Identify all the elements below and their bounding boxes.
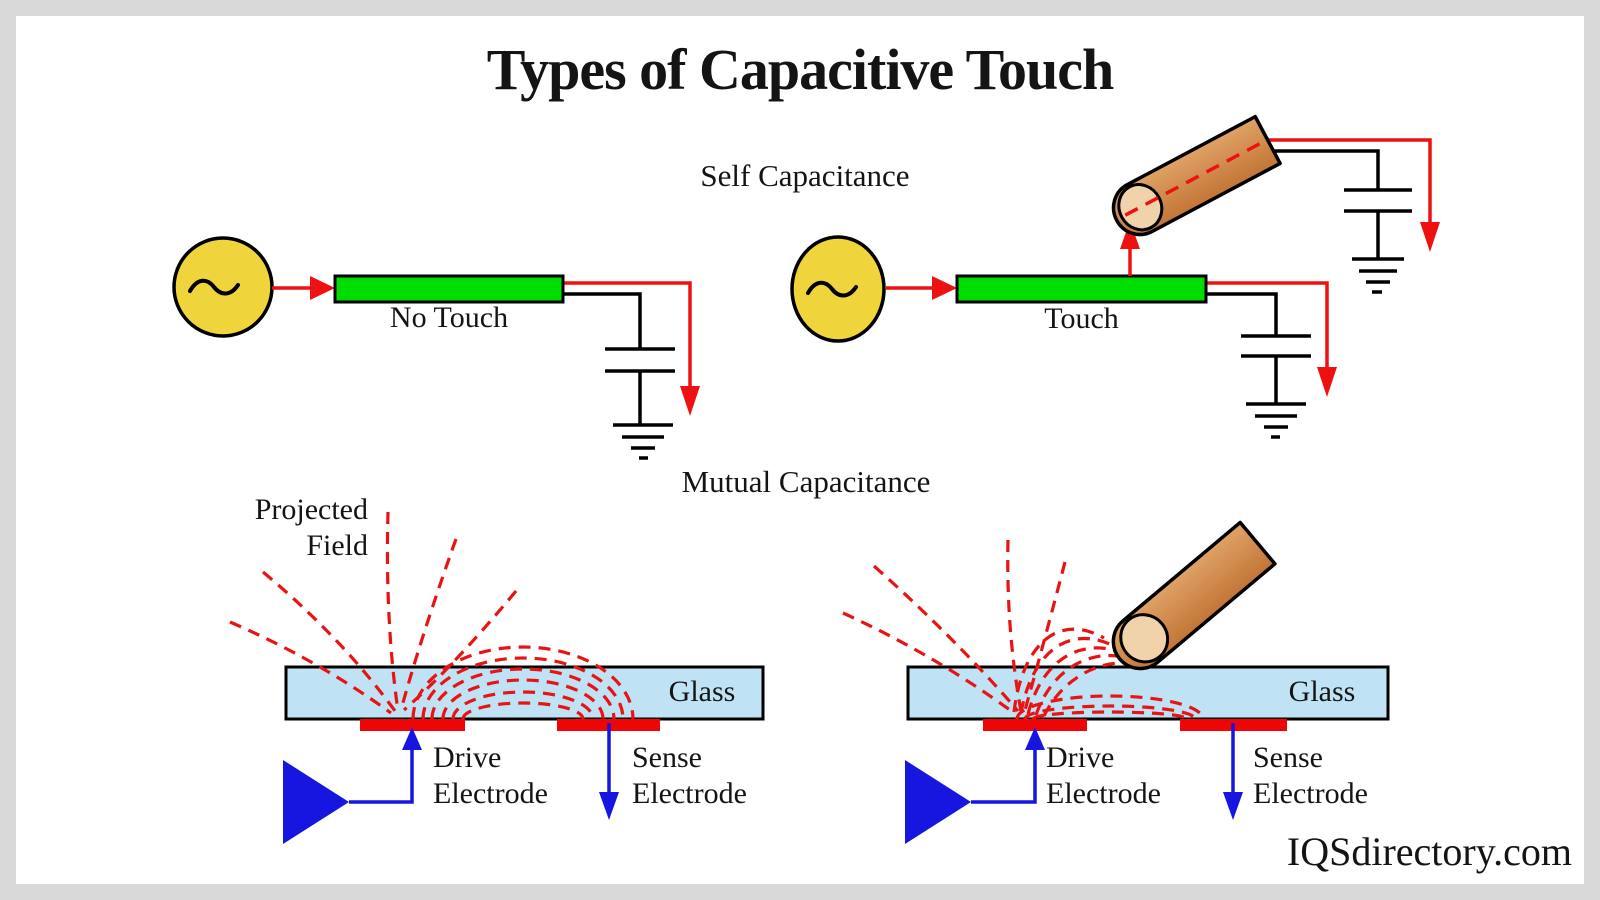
self-no-touch-circuit bbox=[172, 236, 700, 460]
finger bbox=[1111, 520, 1277, 671]
drive-electrode-bar bbox=[360, 719, 465, 731]
capacitor-icon bbox=[1206, 292, 1311, 404]
ac-source-icon bbox=[172, 236, 274, 338]
sense-line2: Electrode bbox=[1253, 777, 1368, 810]
current-path-arrow bbox=[1206, 281, 1337, 397]
ac-source-icon bbox=[790, 235, 886, 343]
ground-icon bbox=[1352, 257, 1404, 294]
white-panel bbox=[16, 16, 1584, 884]
drive-signal-arrow bbox=[886, 276, 957, 300]
current-path-arrow bbox=[563, 281, 700, 416]
projected-field-line2: Field bbox=[306, 529, 368, 562]
sense-output-arrow bbox=[599, 723, 619, 820]
drive-electrode-bar bbox=[983, 719, 1087, 731]
ground-icon bbox=[1246, 402, 1306, 439]
watermark-text: IQSdirectory.com bbox=[1286, 829, 1572, 874]
projected-field-lines bbox=[842, 539, 1205, 720]
mutual-touch-diagram bbox=[842, 520, 1390, 844]
sense-line1: Sense bbox=[1253, 741, 1323, 774]
finger-axis-dashed-line bbox=[1124, 140, 1264, 217]
sense-electrode-label-right: Sense Electrode bbox=[1253, 740, 1368, 812]
drive-signal-arrow bbox=[272, 276, 335, 300]
drive-line2: Electrode bbox=[1046, 777, 1161, 810]
finger-current-arrow bbox=[1243, 138, 1440, 252]
drive-line1: Drive bbox=[433, 741, 502, 774]
no-touch-label: No Touch bbox=[389, 301, 509, 334]
drive-electrode-label-left: Drive Electrode bbox=[433, 740, 548, 812]
mutual-no-touch-diagram bbox=[229, 511, 765, 844]
sense-electrode-label-left: Sense Electrode bbox=[632, 740, 747, 812]
capacitor-icon bbox=[563, 292, 675, 425]
sense-line2: Electrode bbox=[632, 777, 747, 810]
projected-field-lines bbox=[229, 511, 635, 720]
finger-capacitor-icon bbox=[1252, 149, 1412, 259]
drive-line2: Electrode bbox=[433, 777, 548, 810]
sense-line1: Sense bbox=[632, 741, 702, 774]
glass-label-right: Glass bbox=[1288, 675, 1356, 708]
self-touch-circuit bbox=[790, 114, 1440, 439]
self-capacitance-heading: Self Capacitance bbox=[700, 158, 910, 193]
drive-electrode-label-right: Drive Electrode bbox=[1046, 740, 1161, 812]
projected-field-line1: Projected bbox=[254, 493, 368, 526]
touch-label: Touch bbox=[1044, 302, 1119, 335]
ground-icon bbox=[613, 423, 673, 460]
sense-output-arrow bbox=[1223, 723, 1243, 820]
finger bbox=[1111, 114, 1282, 237]
mutual-capacitance-heading: Mutual Capacitance bbox=[681, 464, 931, 499]
touch-coupling-arrow bbox=[1120, 221, 1140, 276]
sensor-electrode-bar bbox=[333, 274, 565, 304]
drive-line1: Drive bbox=[1046, 741, 1115, 774]
sensor-electrode-bar bbox=[955, 274, 1208, 304]
amplifier-icon bbox=[905, 727, 1045, 844]
projected-field-label: Projected Field bbox=[168, 492, 368, 564]
glass-label-left: Glass bbox=[668, 675, 736, 708]
page-title: Types of Capacitive Touch bbox=[486, 37, 1115, 102]
amplifier-icon bbox=[283, 727, 422, 844]
